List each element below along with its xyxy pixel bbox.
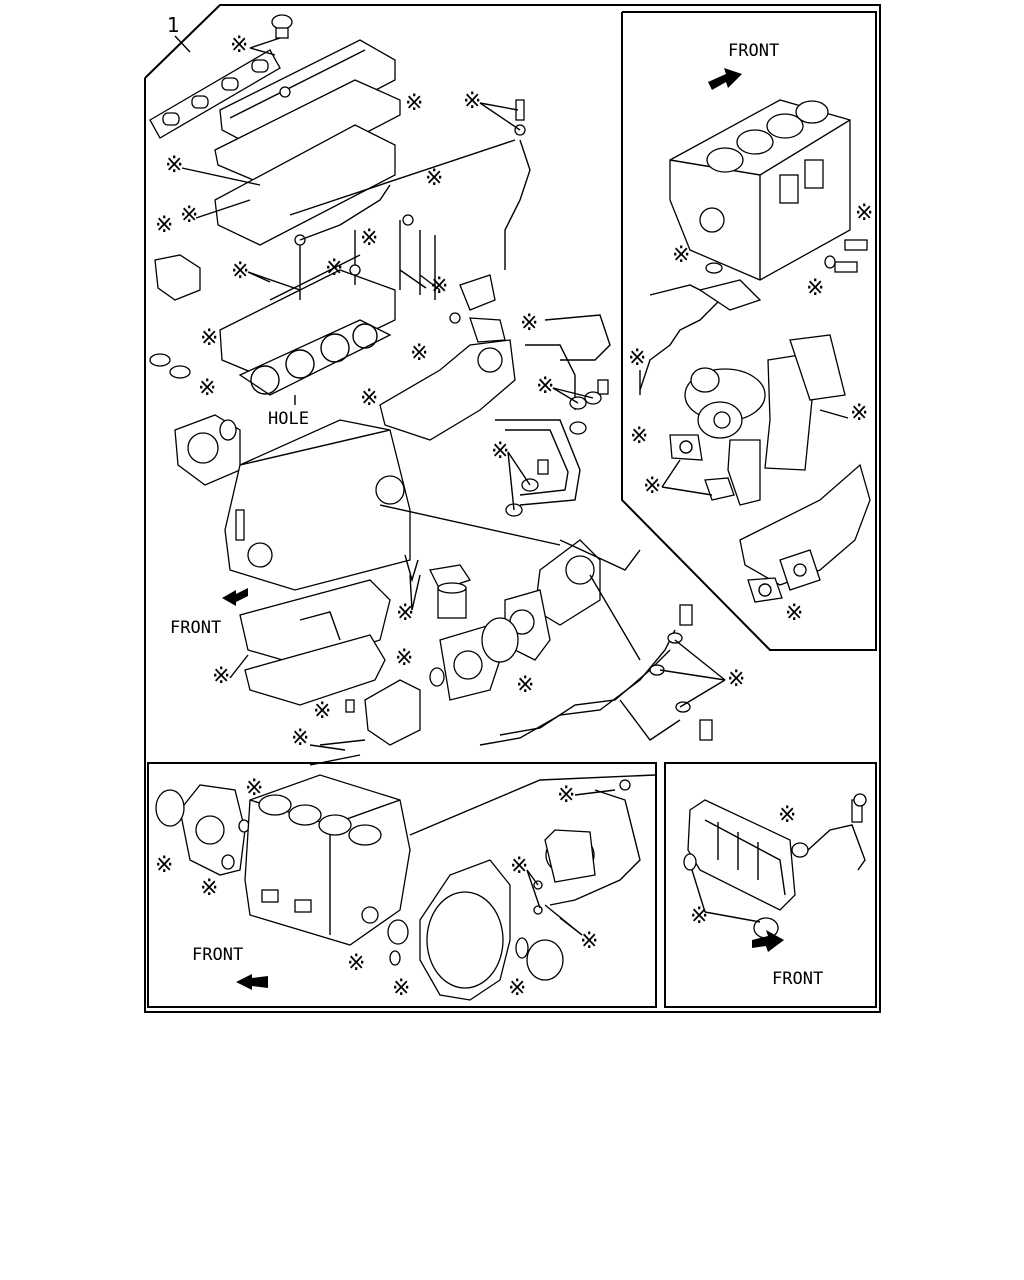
hole-label: HOLE xyxy=(268,409,309,429)
marker: ※ xyxy=(165,153,183,178)
marker: ※ xyxy=(643,474,661,499)
adapter-plate xyxy=(429,617,519,701)
front-cover xyxy=(155,784,250,876)
callout-leader xyxy=(174,35,191,53)
marker: ※ xyxy=(291,726,309,751)
thermostat-housing xyxy=(149,254,201,379)
panel-oil-cooler: FRONT ※ ※ xyxy=(664,762,877,1008)
panel-flywheel-housing: FRONT ※ ※ ※ ※ ※ ※ ※ ※ ※ xyxy=(147,762,657,1008)
flywheel-housing xyxy=(387,859,564,1001)
marker: ※ xyxy=(806,276,824,301)
turbocharger xyxy=(684,367,766,506)
marker: ※ xyxy=(396,601,414,626)
marker: ※ xyxy=(360,386,378,411)
marker: ※ xyxy=(430,274,448,299)
marker: ※ xyxy=(690,904,708,929)
intake-manifold-gasket xyxy=(149,49,281,139)
marker: ※ xyxy=(395,646,413,671)
panel-turbo: FRONT xyxy=(621,11,877,651)
marker: ※ xyxy=(180,203,198,228)
cylinder-head xyxy=(214,124,396,381)
egr-pipe xyxy=(299,99,531,270)
front-arrow-bottom-right xyxy=(752,930,784,952)
marker: ※ xyxy=(855,201,873,226)
marker: ※ xyxy=(520,311,538,336)
front-label-bottom-right: FRONT xyxy=(772,969,823,989)
marker: ※ xyxy=(313,699,331,724)
marker: ※ xyxy=(630,424,648,449)
marker: ※ xyxy=(672,243,690,268)
marker: ※ xyxy=(405,91,423,116)
marker: ※ xyxy=(463,89,481,114)
front-arrow-main xyxy=(222,588,248,606)
marker: ※ xyxy=(410,341,428,366)
head-cover-gasket xyxy=(214,79,401,186)
front-label-main: FRONT xyxy=(170,618,221,638)
egr-valve xyxy=(449,274,506,343)
marker: ※ xyxy=(347,951,365,976)
water-pipe xyxy=(495,314,611,517)
water-pump xyxy=(174,414,241,486)
main-area: HOLE xyxy=(149,14,745,836)
turbo-gaskets xyxy=(669,334,846,501)
front-label-bottom-left: FRONT xyxy=(192,945,243,965)
cylinder-head-cover xyxy=(219,14,396,151)
fuel-filter xyxy=(404,554,472,619)
air-compressor xyxy=(504,539,601,661)
connector-lines xyxy=(289,139,656,836)
cylinder-block xyxy=(224,419,411,591)
marker: ※ xyxy=(325,256,343,281)
marker: ※ xyxy=(392,976,410,1001)
marker: ※ xyxy=(155,213,173,238)
marker: ※ xyxy=(727,667,745,692)
oil-pan xyxy=(239,579,391,706)
vacuum-pump xyxy=(533,779,641,915)
marker: ※ xyxy=(580,929,598,954)
callout-number: 1 xyxy=(167,13,180,37)
front-arrow-bottom-left xyxy=(236,974,268,990)
marker: ※ xyxy=(778,803,796,828)
marker: ※ xyxy=(155,853,173,878)
marker: ※ xyxy=(785,601,803,626)
front-label-top-right: FRONT xyxy=(728,41,779,61)
outer-frame xyxy=(144,4,881,1013)
oil-pipe-top-right xyxy=(639,279,762,391)
marker: ※ xyxy=(850,401,868,426)
marker: ※ xyxy=(230,33,248,58)
marker: ※ xyxy=(200,326,218,351)
marker: ※ xyxy=(628,346,646,371)
marker: ※ xyxy=(212,664,230,689)
oil-return-pipes xyxy=(479,604,713,746)
marker: ※ xyxy=(557,783,575,808)
cylinder-block-bottom xyxy=(244,774,411,946)
exhaust-manifold-top-right xyxy=(739,463,871,603)
marker: ※ xyxy=(245,776,263,801)
marker: ※ xyxy=(231,259,249,284)
engine-block-top-right xyxy=(669,99,868,281)
marker: ※ xyxy=(510,854,528,879)
marker: ※ xyxy=(508,976,526,1001)
marker: ※ xyxy=(536,374,554,399)
oil-cooler xyxy=(683,793,867,939)
exhaust-manifold xyxy=(379,339,516,441)
marker: ※ xyxy=(516,673,534,698)
front-arrow-top-right xyxy=(708,68,742,90)
marker: ※ xyxy=(425,166,443,191)
marker: ※ xyxy=(360,226,378,251)
marker: ※ xyxy=(198,376,216,401)
head-gasket xyxy=(238,319,392,396)
marker: ※ xyxy=(491,439,509,464)
marker: ※ xyxy=(200,876,218,901)
